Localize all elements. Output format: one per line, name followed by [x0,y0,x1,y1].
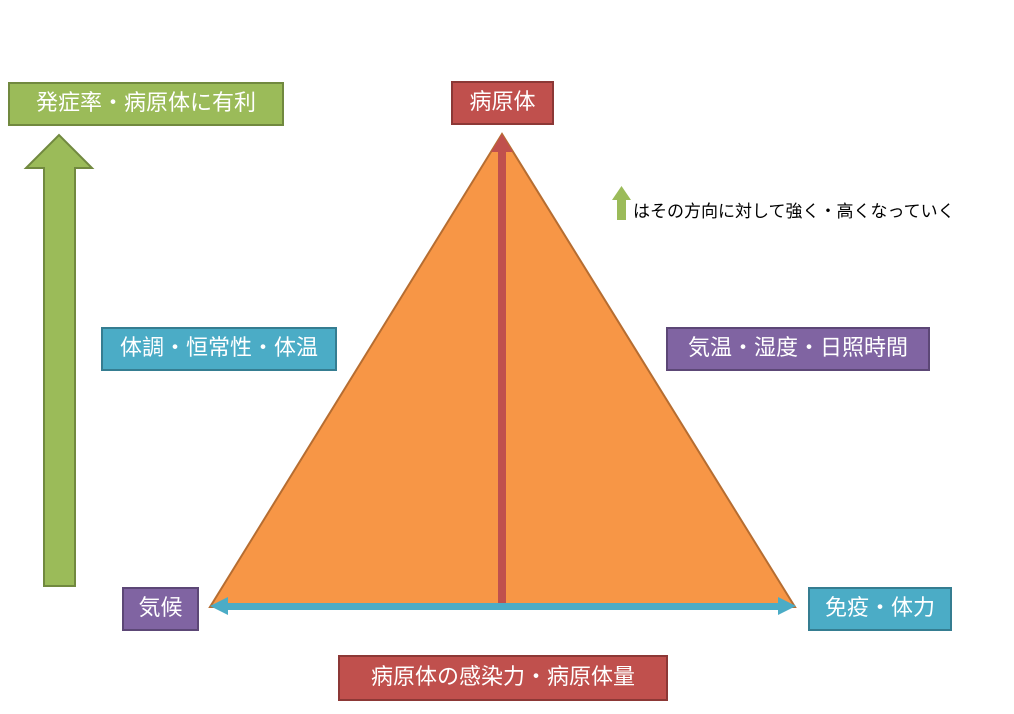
immunity-label: 免疫・体力 [808,587,952,631]
infectivity-label: 病原体の感染力・病原体量 [338,655,668,701]
climate-immunity-axis-arrow [210,597,796,615]
favorable-label: 発症率・病原体に有利 [8,82,284,126]
climate-label: 気候 [122,587,199,631]
favorable-direction-arrow [23,133,95,587]
legend-text: はその方向に対して強く・高くなっていく [633,202,955,222]
weather-label: 気温・湿度・日照時間 [666,327,930,371]
pathogen-axis-arrow [491,134,513,605]
pathogen-label: 病原体 [451,81,554,125]
up-arrow-icon [612,186,631,220]
body-condition-label: 体調・恒常性・体温 [101,327,337,371]
